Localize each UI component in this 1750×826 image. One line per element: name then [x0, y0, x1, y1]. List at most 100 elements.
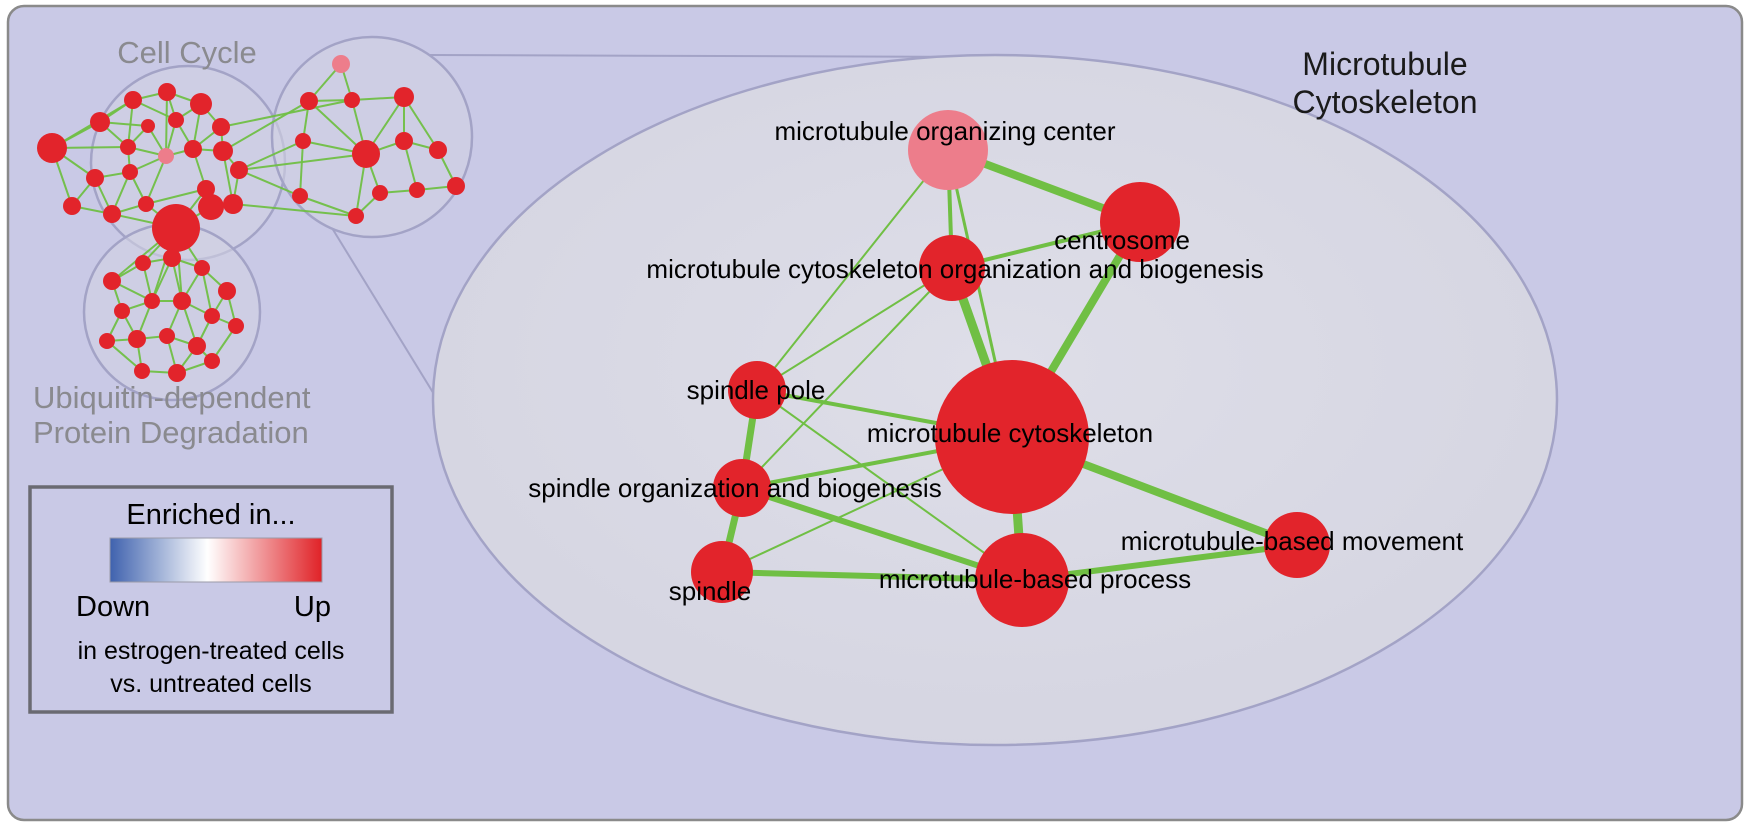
mini-node [173, 292, 191, 310]
mini-node [168, 364, 186, 382]
mini-node [103, 272, 121, 290]
node-label-spindleorg: spindle organization and biogenesis [528, 473, 941, 503]
mini-node [120, 139, 136, 155]
node-mtcorg [919, 235, 985, 301]
mini-edge [299, 140, 304, 197]
node-label-mtprocess: microtubule-based process [879, 564, 1191, 594]
mini-edge [403, 96, 439, 151]
mini-edge [232, 203, 357, 217]
mini-node [138, 196, 154, 212]
mini-node [204, 353, 220, 369]
legend-caption-line1: in estrogen-treated cells [78, 637, 345, 665]
mini-node [63, 197, 81, 215]
mini-node [395, 132, 413, 150]
legend-up-label: Up [294, 591, 331, 623]
mini-node [228, 318, 244, 334]
node-spindlepole [728, 361, 786, 419]
node-label-spindle: spindle [669, 576, 751, 606]
mini-node [37, 133, 67, 163]
legend-gradient-bar [109, 537, 323, 583]
mini-node [144, 293, 160, 309]
mini-node [184, 140, 202, 158]
mini-node [141, 119, 155, 133]
mini-node [135, 255, 151, 271]
mini-node [429, 141, 447, 159]
mini-node [152, 204, 200, 252]
mini-node [188, 337, 206, 355]
mini-edge [299, 195, 357, 217]
mini-node [230, 161, 248, 179]
mini-node [159, 328, 175, 344]
edge-mtcorg-spindlepole [756, 267, 953, 391]
node-mtcyto [935, 360, 1089, 514]
legend: Enriched in... Down Up in estrogen-treat… [28, 485, 394, 714]
mini-edge [165, 91, 168, 157]
mini-node [212, 118, 230, 136]
mini-node [90, 112, 110, 132]
node-label-mtcorg: microtubule cytoskeleton organization an… [646, 254, 1263, 284]
mini-edge [201, 267, 213, 317]
mini-node [198, 194, 224, 220]
mini-node [409, 182, 425, 198]
mini-node [197, 180, 215, 198]
magnifier-guide-top-line [429, 54, 996, 58]
legend-down-label: Down [76, 591, 150, 623]
mini-edge [145, 188, 207, 205]
mini-node [99, 333, 115, 349]
mini-edge [222, 100, 310, 152]
edge-spindle-mtprocess [719, 569, 1025, 583]
ubiquitin-label-line1: Ubiquitin-dependent [33, 380, 311, 415]
mini-node [103, 205, 121, 223]
mini-edge [220, 99, 353, 128]
node-label-moc: microtubule organizing center [774, 116, 1115, 146]
mini-node [218, 282, 236, 300]
mini-node [344, 92, 360, 108]
mini-node [332, 55, 350, 73]
node-label-mtcyto: microtubule cytoskeleton [867, 418, 1153, 448]
mini-edge [238, 140, 304, 171]
mini-node [128, 330, 146, 348]
legend-caption-line2: vs. untreated cells [110, 670, 312, 698]
mini-network-nodes [37, 55, 465, 382]
mini-node [124, 91, 142, 109]
mini-node [204, 308, 220, 324]
mini-node [158, 83, 176, 101]
mini-node [223, 194, 243, 214]
node-spindleorg [713, 459, 771, 517]
mini-node [134, 363, 150, 379]
node-label-spindlepole: spindle pole [687, 375, 826, 405]
node-mtprocess [975, 533, 1069, 627]
mini-edge [145, 155, 167, 205]
mini-node [300, 92, 318, 110]
mini-node [372, 185, 388, 201]
legend-box [28, 485, 394, 714]
mini-node [394, 87, 414, 107]
node-label-mtmovement: microtubule-based movement [1121, 526, 1464, 556]
main-network-labels: microtubule organizing centercentrosomem… [528, 116, 1464, 606]
node-mtmovement [1264, 512, 1330, 578]
node-spindle [691, 541, 753, 603]
mini-node [86, 169, 104, 187]
mini-node [190, 93, 212, 115]
mini-node [158, 148, 174, 164]
edge-moc-spindlepole [756, 149, 949, 391]
cell-cycle-label: Cell Cycle [117, 35, 257, 70]
mini-node [163, 249, 181, 267]
mini-node [292, 188, 308, 204]
figure-title-line1: Microtubule [1302, 46, 1467, 82]
node-moc [908, 110, 988, 190]
mini-node [168, 112, 184, 128]
edge-spindlepole-mtprocess [756, 389, 1023, 581]
mini-node [122, 164, 138, 180]
main-network-nodes [691, 110, 1330, 627]
mini-node [213, 141, 233, 161]
node-label-centrosome: centrosome [1054, 225, 1190, 255]
mini-node [348, 208, 364, 224]
mini-node [447, 177, 465, 195]
mini-node [194, 260, 210, 276]
edge-spindleorg-mtprocess [739, 485, 1025, 583]
mini-node [352, 140, 380, 168]
mini-node [114, 303, 130, 319]
